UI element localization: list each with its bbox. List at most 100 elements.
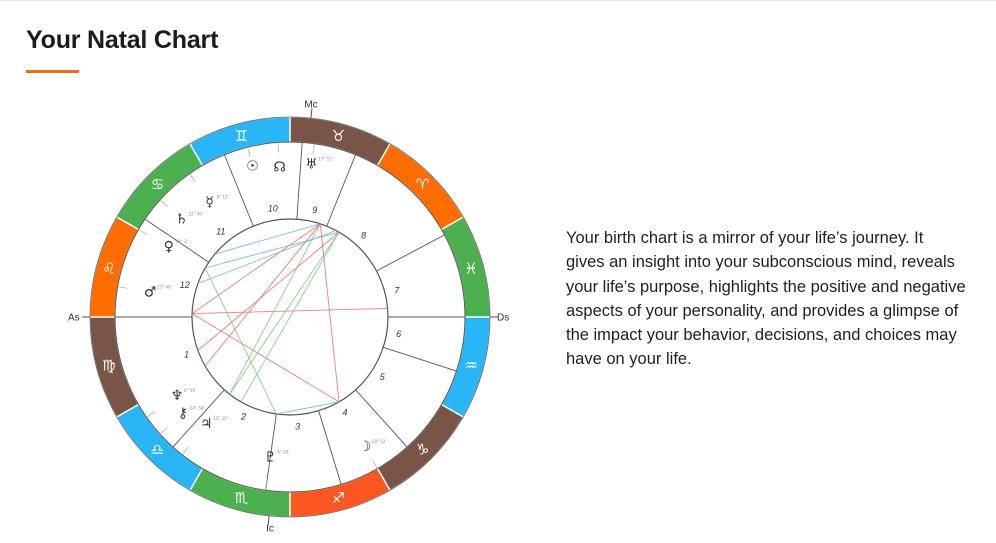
as-label: As (68, 313, 80, 324)
mars-icon: ♂ (144, 284, 157, 300)
north-node-icon: ☊ (273, 159, 285, 175)
zodiac-divider (116, 216, 139, 231)
house-number-3: 3 (295, 422, 300, 432)
uranus-icon: ♅ (305, 156, 318, 172)
house-number-1: 1 (184, 350, 189, 360)
aspect-line (192, 308, 388, 315)
house-cusp-line (355, 389, 408, 448)
pluto-icon: ♇ (264, 450, 277, 466)
house-cusp-line (172, 389, 225, 448)
neptune-icon: ♆ (171, 388, 184, 404)
house-cusp-line (296, 142, 303, 220)
top-divider (0, 0, 996, 1)
house-number-12: 12 (180, 280, 190, 290)
chart-description: Your birth chart is a mirror of your lif… (566, 229, 966, 369)
sun-icon: ☉ (246, 159, 259, 175)
aspect-line (229, 223, 321, 395)
mars-pointer (117, 286, 128, 289)
mercury-icon: ☿ (205, 194, 214, 210)
ds-label: Ds (497, 313, 509, 324)
taurus-sign-icon: ♉ (332, 127, 345, 145)
mercury-degree: 8° 12' (217, 194, 229, 199)
sagittarius-sign-icon: ♐ (332, 489, 345, 507)
scorpio-sign-icon: ♏ (235, 489, 249, 507)
venus-icon: ♀ (164, 239, 174, 255)
uranus-degree: 17° 51' (318, 156, 333, 161)
house-cusp-line (376, 234, 445, 272)
mercury-pointer (189, 173, 196, 183)
saturn-pointer (159, 199, 168, 207)
chiron-degree: 24° 54' (190, 405, 205, 410)
capricorn-sign-icon: ♑ (416, 441, 429, 459)
zodiac-divider (189, 143, 204, 166)
uranus-pointer (312, 143, 315, 154)
mc-tick (310, 108, 313, 119)
title-underline (26, 70, 79, 73)
sun-pointer (247, 147, 251, 157)
house-number-7: 7 (394, 285, 400, 295)
aspect-line (197, 231, 340, 351)
aspect-line (214, 223, 321, 255)
neptune-degree: 6° 56' (184, 388, 196, 393)
house-number-11: 11 (216, 227, 225, 237)
zodiac-divider (189, 468, 204, 491)
pluto-pointer (265, 480, 268, 491)
venus-pointer (138, 229, 148, 235)
aspect-line (276, 401, 340, 415)
aspect-line (204, 223, 321, 367)
house-number-8: 8 (361, 230, 366, 240)
house-cusp-line (144, 218, 210, 263)
house-number-5: 5 (380, 372, 386, 382)
jupiter-pointer (182, 446, 189, 456)
libra-sign-icon: ♎ (151, 441, 164, 459)
chiron-icon: ⚷ (178, 405, 188, 421)
house-number-4: 4 (342, 407, 347, 417)
house-number-6: 6 (396, 329, 401, 339)
saturn-icon: ♄ (175, 211, 188, 227)
moon-pointer (372, 459, 378, 469)
house-cusp-line (224, 154, 254, 227)
aquarius-sign-icon: ♒ (464, 357, 477, 375)
aspect-line (204, 267, 277, 415)
aspect-lines (191, 223, 388, 415)
zodiac-divider (376, 468, 391, 491)
house-cusp-line (265, 413, 277, 491)
saturn-degree: 22° 40' (189, 211, 204, 216)
chiron-pointer (159, 427, 168, 435)
moon-degree: 20° 12' (372, 439, 387, 444)
pisces-sign-icon: ♓ (464, 259, 477, 277)
ic-label: Ic (266, 524, 274, 535)
north-node-pointer (277, 142, 279, 153)
mars-degree: 23° 48' (157, 284, 172, 289)
page-title: Your Natal Chart (26, 26, 219, 54)
zodiac-divider (441, 403, 464, 418)
mc-label: Mc (304, 100, 317, 111)
pluto-degree: 4° 38' (277, 450, 289, 455)
aspect-line (205, 231, 340, 269)
house-number-2: 2 (240, 412, 246, 422)
aspect-line (229, 231, 340, 395)
aries-sign-icon: ♈ (416, 175, 429, 193)
house-cusp-line (326, 154, 356, 227)
neptune-pointer (146, 411, 156, 418)
cancer-sign-icon: ♋ (151, 175, 164, 193)
aspect-line (319, 223, 340, 402)
aspect-line (191, 313, 340, 403)
planet-markers: ☉ ☊ ♅17° 51' ☿8° 12' ♄22° 40' ♀18° 2' ♂23° 48'… (117, 142, 387, 491)
house-number-10: 10 (268, 203, 278, 213)
house-cusp-line (383, 346, 457, 372)
zodiac-divider (441, 216, 464, 231)
jupiter-degree: 13° 22' (213, 416, 228, 421)
zodiac-divider (376, 143, 391, 166)
leo-sign-icon: ♌ (102, 259, 115, 277)
chart-axes: Mc Ic As Ds (68, 100, 509, 535)
house-cusp-line (318, 410, 342, 485)
aspect-line (240, 231, 340, 403)
venus-degree: 18° 2' (176, 239, 188, 244)
house-number-9: 9 (312, 205, 317, 215)
jupiter-icon: ♃ (200, 416, 213, 432)
zodiac-divider (116, 403, 139, 418)
